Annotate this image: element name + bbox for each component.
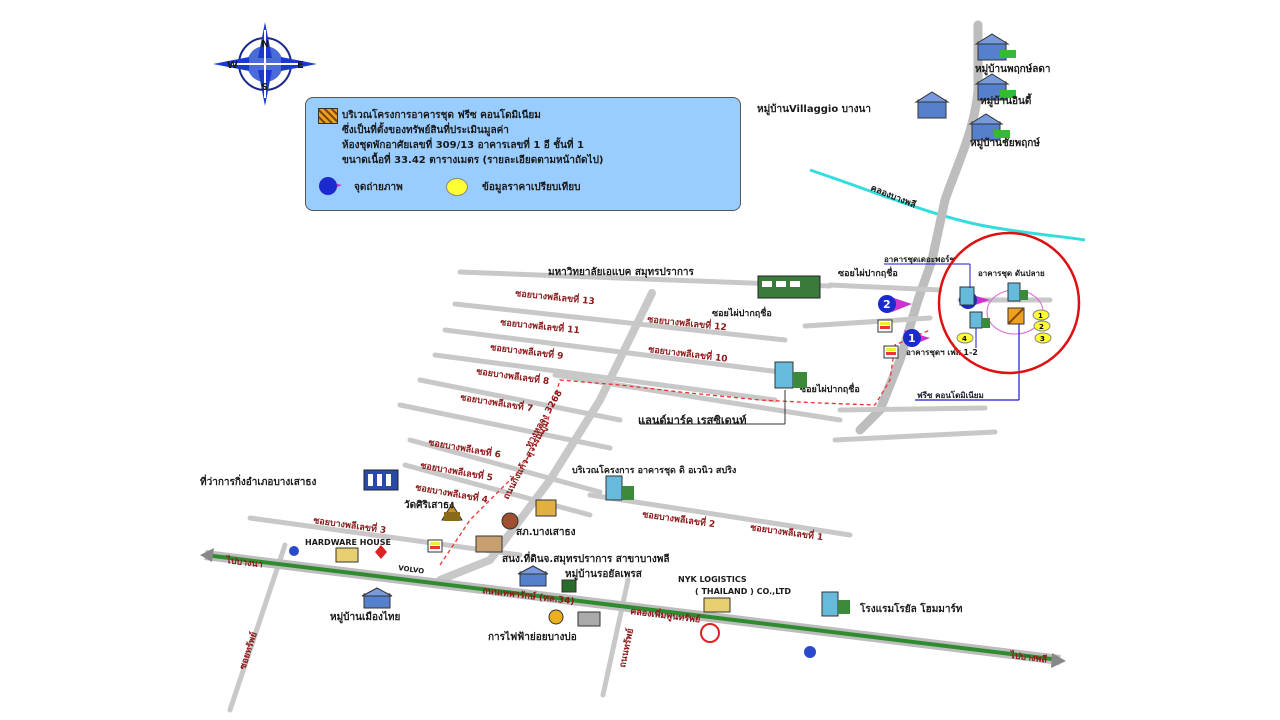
royal-pearl-label: หมู่บ้านรอยัลเพรส [565, 568, 643, 581]
village-bottom-icon [361, 587, 393, 609]
police-label: สภ.บางเสาธง [516, 527, 576, 538]
road-bottom-mid-label: ถนนทรัพย์ [616, 627, 636, 668]
photo-marker-2-num: 2 [883, 298, 891, 311]
district-office-icon [363, 469, 399, 491]
temple-icon [441, 503, 463, 521]
legend-line-2: ซึ่งเป็นที่ตั้งของทรัพย์สินที่ประเมินมูล… [342, 125, 509, 136]
legend-comparable-label: ข้อมูลราคาเปรียบเทียบ [482, 182, 581, 193]
abac-building-icon [757, 275, 821, 299]
comparable-markers: 1 2 3 4 [956, 309, 1052, 344]
electric-icon [548, 609, 601, 627]
condo-icons [605, 361, 850, 617]
landmark-label: แลนด์มาร์ค เรสซิเดนท์ [638, 414, 747, 427]
hardware-icon [335, 545, 387, 563]
photo-marker-1: 1 [903, 329, 930, 347]
village-top3-label: หมู่บ้านชัยพฤกษ์ [970, 137, 1040, 150]
subject-highlight-circle [937, 231, 1081, 375]
soi-low-label: ซอยไผ่ปากฤชื่อ [800, 382, 860, 395]
subject-buildings-icon [959, 282, 1028, 329]
photo-marker-2: 2 [878, 295, 912, 313]
land-office-label: สนง.ที่ดินจ.สมุทรปราการ สาขาบางพลี [502, 551, 669, 565]
legend-line-3: ห้องชุดพักอาศัยเลขที่ 309/13 อาคารเลขที่… [342, 140, 584, 151]
nyk-label: NYK LOGISTICS [678, 575, 747, 584]
legend-box: บริเวณโครงการอาคารชุด ฟรีซ คอนโดมิเนียม … [305, 97, 741, 211]
canal-line [809, 168, 1086, 242]
highway-thepharak [200, 548, 1066, 668]
road-bottom-left-label: ซอยทรัพย์ [236, 630, 259, 671]
legend-photo-label: จุดถ่ายภาพ [354, 182, 403, 193]
comparable-marker-1: 1 [1038, 312, 1043, 320]
thepharak-label: ถนนเทพารักษ์ (ทล.34) [482, 584, 575, 607]
royal-pearl-icon [517, 565, 577, 593]
compass-s: S [261, 82, 268, 93]
road-north-south [855, 20, 983, 435]
temple-label: วัดศิริเสาธง [404, 499, 454, 511]
condo-c-label: อาคารชุดฯ เฟส 1-2 [906, 348, 978, 358]
photo-point-icon [319, 177, 342, 195]
comparable-dot-icon [446, 178, 468, 196]
canal-label: คลองบางพลี [869, 183, 918, 211]
village-bottom-label: หมู่บ้านเมืองไทย [330, 610, 401, 624]
fuel-station-icon-2 [804, 646, 816, 658]
photo-marker-1-num: 1 [908, 332, 916, 345]
village-top2-label: หมู่บ้านอินดี้ [980, 93, 1032, 108]
volvo-label: VOLVO [398, 564, 425, 576]
soi-label-13: ซอยบางพลีเลขที่ 13 [515, 286, 596, 307]
compass-e: E [297, 60, 304, 71]
compass-n: N [261, 39, 269, 50]
comparable-marker-3: 3 [1040, 335, 1045, 343]
villaggio-label: หมู่บ้านVillaggio บางนา [757, 103, 871, 116]
road-main-diagonal [436, 289, 656, 584]
compass-rose: N S W E [213, 22, 317, 106]
electric-label: การไฟฟ้าย่อยบางบ่อ [488, 630, 577, 643]
soi-mid-label: ซอยไผ่ปากฤชื่อ [712, 306, 772, 319]
comparable-marker-2: 2 [1039, 323, 1044, 331]
freeze-label: ฟรีซ คอนโดมิเนียม [917, 390, 984, 400]
bank-icon [700, 623, 720, 643]
nyk-icon [703, 597, 731, 613]
fuel-station-icon [289, 546, 299, 556]
legend-line-1: บริเวณโครงการอาคารชุด ฟรีซ คอนโดมิเนียม [342, 110, 541, 121]
subject-property-swatch [318, 108, 338, 124]
compass-w: W [227, 60, 238, 71]
soi-top-label: ซอยไผ่ปากฤชื่อ [838, 266, 898, 279]
village-icons-top [914, 33, 1016, 141]
route-dotted [439, 329, 931, 566]
village-top1-label: หมู่บ้านพฤกษ์ลดา [975, 63, 1051, 76]
condo-a-label: อาคารชุดเดอะพอร์ช [884, 254, 955, 265]
market-icon [535, 499, 557, 517]
hotel-label: โรงแรมโรยัล โฮมมาร์ท [859, 602, 963, 615]
district-label: ที่ว่าการกิ่งอำเภอบางเสาธง [200, 474, 317, 488]
seven-eleven-icons [427, 319, 899, 553]
project2-label: บริเวณโครงการ อาคารชุด ดิ อเวนิว สปริง [572, 464, 736, 476]
condo-b-label: อาคารชุด ดันปลาย [978, 269, 1045, 279]
land-office-icon [475, 535, 503, 553]
comparable-marker-4: 4 [962, 335, 967, 343]
road-302-label: ทางหลวง 3268 [524, 389, 565, 450]
hardware-label: HARDWARE HOUSE [305, 538, 391, 547]
abac-label: มหาวิทยาลัยเอแบค สมุทรปราการ [548, 266, 695, 278]
police-icon [501, 512, 519, 530]
legend-line-4: ขนาดเนื้อที่ 33.42 ตารางเมตร (รายละเอียด… [342, 155, 604, 166]
nyk2-label: ( THAILAND ) CO.,LTD [695, 587, 791, 596]
